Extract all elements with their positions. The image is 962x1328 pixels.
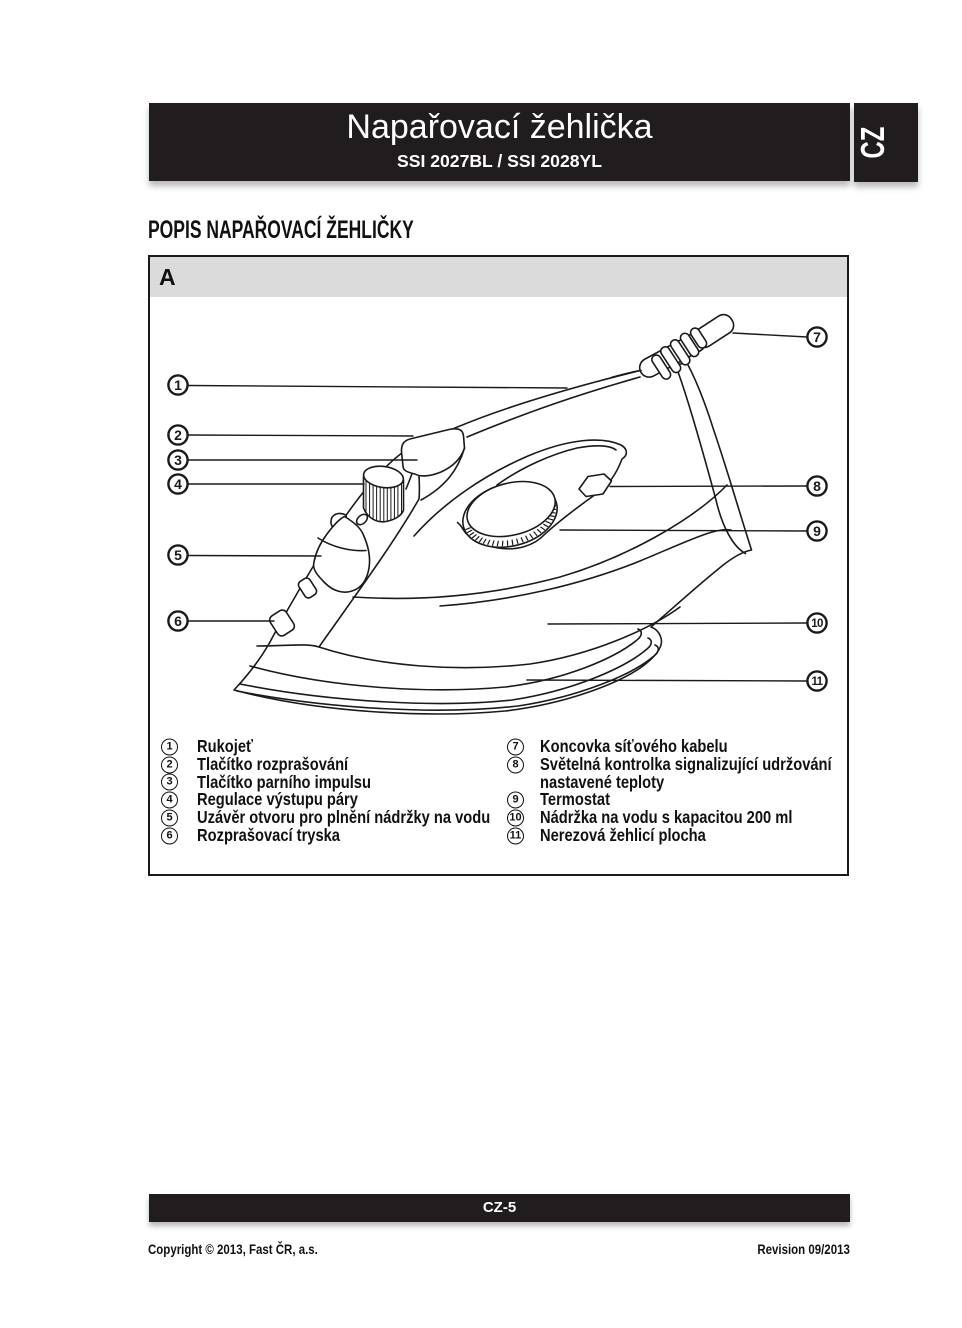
- svg-text:9: 9: [813, 523, 821, 539]
- svg-text:7: 7: [813, 329, 821, 345]
- svg-text:5: 5: [174, 547, 182, 563]
- svg-text:4: 4: [174, 476, 182, 492]
- svg-text:8: 8: [813, 478, 821, 494]
- svg-text:10: 10: [811, 618, 823, 630]
- svg-text:3: 3: [174, 452, 182, 468]
- svg-text:6: 6: [174, 613, 182, 629]
- svg-text:1: 1: [174, 377, 182, 393]
- svg-text:2: 2: [174, 427, 182, 443]
- svg-text:11: 11: [812, 676, 824, 688]
